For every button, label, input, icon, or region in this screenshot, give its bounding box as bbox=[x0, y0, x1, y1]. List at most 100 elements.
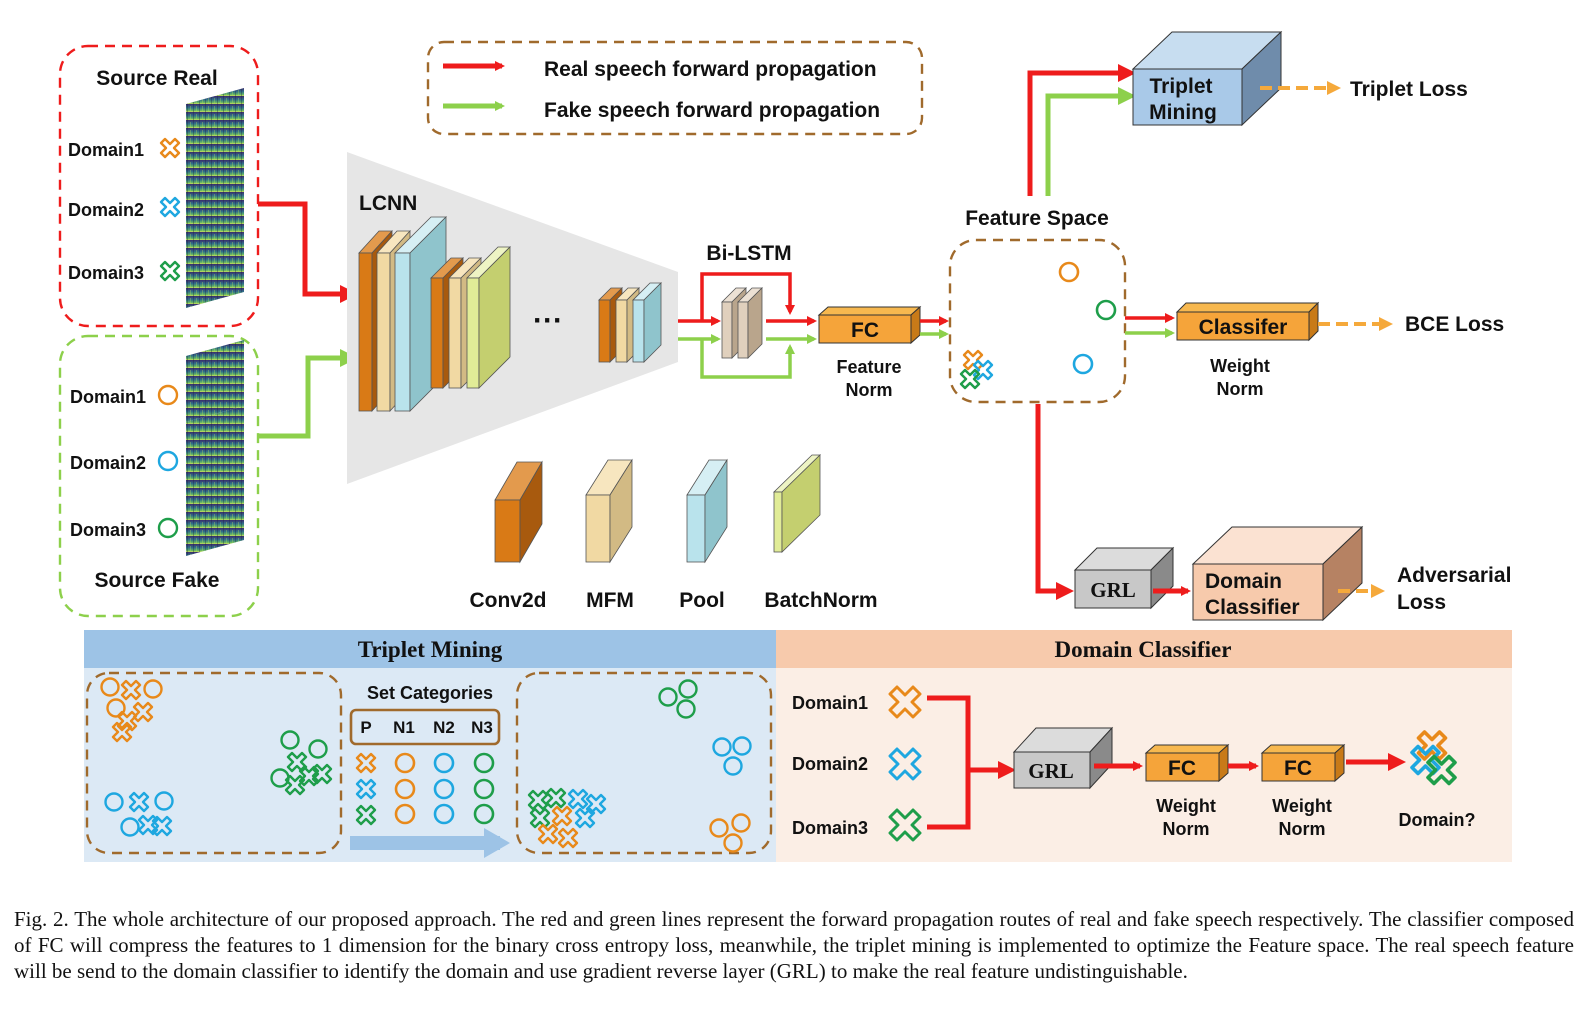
spectrogram-image bbox=[186, 406, 244, 490]
domain-panel-domain1-label: Domain1 bbox=[792, 693, 868, 713]
domain2-circle-icon bbox=[157, 450, 179, 472]
spectrogram-image bbox=[186, 150, 244, 238]
domain2-cross-icon bbox=[159, 196, 181, 218]
triplet-mining-block: Triplet Mining bbox=[1131, 30, 1283, 127]
classifier-norm-line1: Weight bbox=[1210, 356, 1270, 376]
legend-fake-label: Fake speech forward propagation bbox=[544, 99, 880, 122]
domain-classifier-block: Domain Classifier bbox=[1191, 525, 1364, 622]
mfm-legend-icon bbox=[585, 458, 633, 564]
set-column-p: P bbox=[360, 718, 371, 737]
lcnn-ellipsis: ··· bbox=[533, 304, 563, 337]
fc2-norm-line2: Norm bbox=[1278, 819, 1325, 839]
adversarial-loss-line1: Adversarial bbox=[1397, 564, 1511, 587]
grl-bottom-label: GRL bbox=[1028, 759, 1074, 783]
fake-domain1-point bbox=[1058, 261, 1080, 283]
fc1-block: FC bbox=[1144, 743, 1230, 783]
pool-legend-icon bbox=[686, 458, 728, 564]
fc2-label: FC bbox=[1284, 757, 1312, 780]
classifier-label: Classifer bbox=[1199, 316, 1288, 339]
spectrogram-image bbox=[186, 472, 244, 556]
lcnn-layer-stack-2 bbox=[430, 246, 511, 389]
bce-loss-label: BCE Loss bbox=[1405, 313, 1504, 336]
fake-domain3-point bbox=[1095, 299, 1117, 321]
bilstm-label: Bi-LSTM bbox=[706, 242, 791, 265]
feature-space-title: Feature Space bbox=[965, 207, 1109, 230]
domain-panel-domain3-label: Domain3 bbox=[792, 818, 868, 838]
triplet-block-line1: Triplet bbox=[1149, 75, 1212, 98]
source-fake-group: Source Fake Domain1 Domain2 Domain3 bbox=[58, 334, 260, 618]
domain1-circle-icon bbox=[157, 384, 179, 406]
lcnn-label: LCNN bbox=[359, 192, 417, 215]
grl-block-bottom: GRL bbox=[1012, 726, 1114, 790]
source-fake-domain1-label: Domain1 bbox=[70, 387, 146, 407]
source-real-domain3-label: Domain3 bbox=[68, 263, 144, 283]
set-categories-grid bbox=[355, 752, 495, 826]
figure-caption: Fig. 2. The whole architecture of our pr… bbox=[14, 907, 1574, 983]
lcnn-block: LCNN ··· bbox=[347, 152, 678, 484]
domain-classifier-line1: Domain bbox=[1205, 570, 1282, 593]
fake-input-arrow bbox=[258, 349, 358, 439]
domain3-circle-icon bbox=[157, 517, 179, 539]
legend-real-label: Real speech forward propagation bbox=[544, 58, 877, 81]
legend-mfm-label: MFM bbox=[586, 589, 634, 612]
fc1-label: FC bbox=[1168, 757, 1196, 780]
spectrogram-image bbox=[186, 340, 244, 422]
layer-type-legend: Conv2d MFM Pool BatchNorm bbox=[469, 454, 878, 612]
set-column-n1: N1 bbox=[393, 718, 415, 737]
domain1-cross-icon bbox=[159, 137, 181, 159]
conv2d-legend-icon bbox=[494, 460, 543, 564]
grl-block-top: GRL bbox=[1073, 546, 1175, 610]
source-real-title: Source Real bbox=[96, 67, 217, 90]
triplet-loss-label: Triplet Loss bbox=[1350, 78, 1468, 101]
set-categories-title: Set Categories bbox=[367, 683, 493, 703]
spectrogram-image bbox=[186, 220, 244, 308]
set-column-n3: N3 bbox=[471, 718, 493, 737]
lcnn-layer-stack-3 bbox=[598, 282, 662, 363]
domain-panel-domain2-label: Domain2 bbox=[792, 754, 868, 774]
source-real-domain2-label: Domain2 bbox=[68, 200, 144, 220]
domain3-cross-icon bbox=[159, 260, 181, 282]
fake-bilstm-bypass-arrow bbox=[700, 339, 795, 379]
adversarial-loss-line2: Loss bbox=[1397, 591, 1446, 614]
legend-batchnorm-label: BatchNorm bbox=[764, 589, 877, 612]
source-real-domain1-label: Domain1 bbox=[68, 140, 144, 160]
domain-panel-header: Domain Classifier bbox=[1055, 637, 1232, 662]
triplet-mining-panel: Triplet Mining Set Categories P N1 N2 N3 bbox=[84, 630, 776, 862]
real-to-grl-arrow bbox=[1035, 404, 1074, 600]
fc-label: FC bbox=[851, 319, 879, 342]
source-fake-domain2-label: Domain2 bbox=[70, 453, 146, 473]
fc-norm-line2: Norm bbox=[845, 380, 892, 400]
domain-classifier-line2: Classifier bbox=[1205, 596, 1300, 619]
fc1-norm-line1: Weight bbox=[1156, 796, 1216, 816]
real-domain1-point bbox=[962, 349, 984, 371]
domain-merge-bracket bbox=[927, 695, 971, 830]
fc-block: FC bbox=[817, 305, 922, 345]
grl-top-label: GRL bbox=[1090, 578, 1136, 602]
real-input-arrow bbox=[258, 201, 358, 303]
fc-norm-line1: Feature bbox=[836, 357, 901, 377]
legend-pool-label: Pool bbox=[679, 589, 725, 612]
fc2-block: FC bbox=[1260, 743, 1346, 783]
real-domain3-point bbox=[959, 368, 981, 390]
set-column-n2: N2 bbox=[433, 718, 455, 737]
feature-space bbox=[948, 238, 1127, 404]
real-bilstm-bypass-arrow bbox=[700, 272, 795, 321]
scatter-before-mining bbox=[100, 677, 333, 837]
fc2-norm-line1: Weight bbox=[1272, 796, 1332, 816]
architecture-diagram: Real speech forward propagation Fake spe… bbox=[58, 30, 1512, 862]
propagation-legend: Real speech forward propagation Fake spe… bbox=[426, 40, 924, 136]
fake-domain2-point bbox=[1072, 353, 1094, 375]
source-real-group: Source Real Domain1 Domain2 Domain3 bbox=[58, 44, 260, 328]
source-fake-domain3-label: Domain3 bbox=[70, 520, 146, 540]
bilstm-block bbox=[721, 287, 763, 359]
real-to-triplet-arrow bbox=[1027, 64, 1136, 196]
classifier-block: Classifer bbox=[1175, 301, 1320, 342]
classifier-norm-line2: Norm bbox=[1216, 379, 1263, 399]
domain-output-label: Domain? bbox=[1398, 810, 1475, 830]
triplet-panel-header: Triplet Mining bbox=[358, 637, 503, 662]
source-fake-title: Source Fake bbox=[95, 569, 220, 592]
fc1-norm-line2: Norm bbox=[1162, 819, 1209, 839]
triplet-block-line2: Mining bbox=[1149, 101, 1217, 124]
fake-to-triplet-arrow bbox=[1045, 87, 1136, 196]
legend-conv2d-label: Conv2d bbox=[469, 589, 546, 612]
